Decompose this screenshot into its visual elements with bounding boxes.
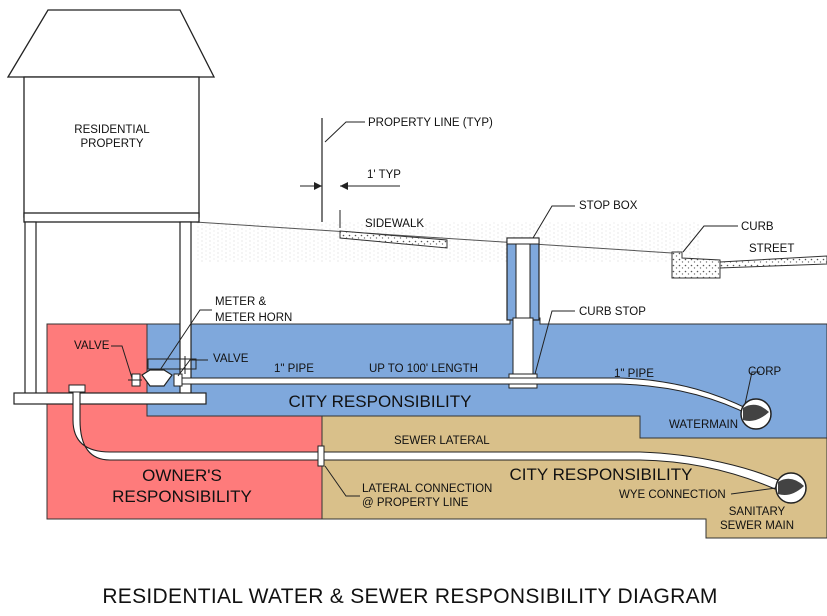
- owners-responsibility-label: OWNER'S: [142, 466, 222, 485]
- street-label: STREET: [749, 243, 794, 255]
- property-line-label: PROPERTY LINE (TYP): [368, 117, 493, 129]
- curb-stop-riser: [512, 317, 534, 375]
- street-surface: [719, 255, 827, 269]
- wye-connection-label: WYE CONNECTION: [619, 489, 726, 501]
- valve-left-label: VALVE: [74, 340, 110, 352]
- curb-label: CURB: [741, 221, 774, 233]
- valve-right-icon: [173, 373, 183, 387]
- owners-responsibility-label-2: RESPONSIBILITY: [112, 487, 252, 506]
- valve-right-label: VALVE: [213, 353, 249, 365]
- stop-box-cap: [506, 237, 540, 245]
- corp-label: CORP: [748, 366, 782, 378]
- sewer-lateral-label: SEWER LATERAL: [394, 435, 490, 447]
- city-responsibility-sewer-label: CITY RESPONSIBILITY: [510, 465, 693, 484]
- meter-label: METER &: [215, 296, 266, 308]
- water-meter-icon: [141, 369, 173, 387]
- stop-box-inner: [515, 243, 531, 319]
- house-floor-beam: [23, 212, 200, 223]
- lateral-connection-coupling: [317, 445, 325, 467]
- length-label: UP TO 100' LENGTH: [369, 363, 478, 375]
- house-left-post: [24, 221, 37, 396]
- meter-horn-box: [147, 358, 197, 370]
- curb-stop-label: CURB STOP: [579, 306, 646, 318]
- curb-block: [671, 251, 721, 279]
- sewer-lateral-pipe: [72, 391, 779, 490]
- house-footing: [13, 392, 207, 405]
- residential-property-label-2: PROPERTY: [80, 138, 143, 150]
- sidewalk-slab: [339, 230, 448, 249]
- pipe-left-label: 1" PIPE: [274, 363, 314, 375]
- house-body: [23, 76, 200, 218]
- pipe-right-label: 1" PIPE: [614, 368, 654, 380]
- city-responsibility-water-label: CITY RESPONSIBILITY: [289, 392, 472, 411]
- stop-box-label: STOP BOX: [579, 200, 638, 212]
- one-foot-typ-label: 1' TYP: [367, 169, 401, 181]
- watermain-label: WATERMAIN: [669, 419, 738, 431]
- meter-horn-label: METER HORN: [215, 312, 292, 324]
- sanitary-sewer-main-label: SANITARY: [729, 506, 786, 518]
- sanitary-sewer-main-label-2: SEWER MAIN: [720, 520, 794, 532]
- lateral-connection-label-2: @ PROPERTY LINE: [362, 497, 469, 509]
- sidewalk-label: SIDEWALK: [365, 218, 424, 230]
- ground-line: [194, 221, 673, 254]
- cleanout-cap: [68, 384, 86, 393]
- city-sewer-zone: [321, 415, 827, 539]
- diagram-title: RESIDENTIAL WATER & SEWER RESPONSIBILITY…: [102, 585, 717, 608]
- lateral-connection-label: LATERAL CONNECTION: [362, 483, 492, 495]
- residential-property-label: RESIDENTIAL: [74, 124, 150, 136]
- house-roof: [6, 9, 216, 78]
